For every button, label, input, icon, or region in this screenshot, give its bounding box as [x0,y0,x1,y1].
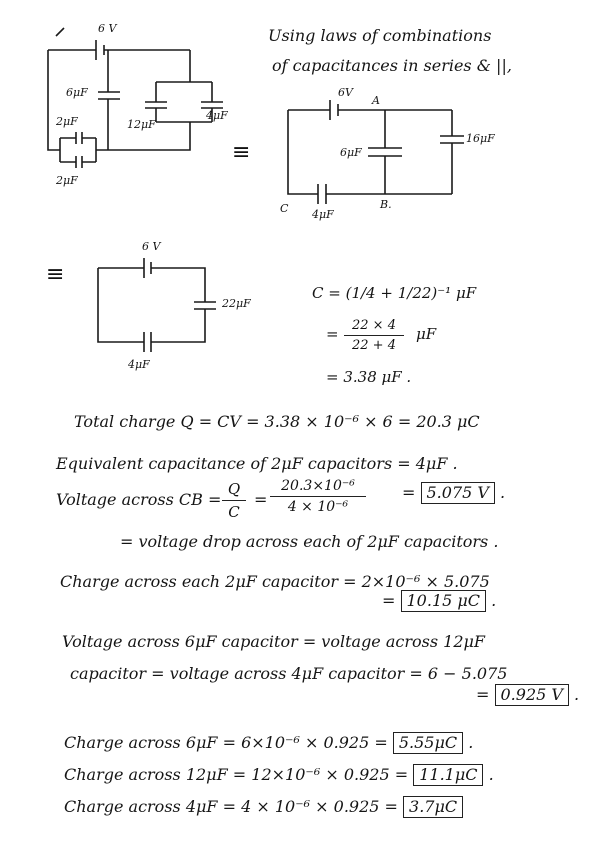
c1-cap-4uf [201,82,223,122]
c2-16uf-label: 16μF [466,132,495,145]
calc-plus: + [380,284,393,302]
voltage-cb-fraction: 20.3×10⁻⁶ 4 × 10⁻⁶ [270,478,366,515]
drop-each-line: = voltage drop across each of 2μF capaci… [120,532,499,551]
c2-4uf-label: 4μF [312,208,334,221]
v6-line-1: Voltage across 6μF capacitor = voltage a… [62,632,486,651]
c1-4uf-label: 4μF [206,109,228,122]
c1-parallel-bottom [108,121,212,151]
c1-12uf-label: 12μF [127,118,156,131]
c1-cap-6uf [98,91,120,100]
c1-cap-2uf-b [75,156,83,168]
charge-each-result: 10.15 μC [400,590,487,612]
total-charge-line: Total charge Q = CV = 3.38 × 10⁻⁶ × 6 = … [74,412,480,431]
calc-line-2-eq: = [326,325,339,343]
q12-result: 11.1μC [413,764,484,786]
c2-6uf-label: 6μF [340,146,362,159]
calc-num: 22 × 4 [352,318,396,333]
c2-battery-label: 6V [338,86,353,99]
calc-line-2-fraction: 22 × 4 22 + 4 [344,318,404,353]
c1-cap-12uf [145,82,167,122]
voltage-cb-eq: = [254,490,268,509]
c2-cap-6uf [368,110,402,194]
c3-cap-22uf [194,301,216,310]
voltage-cb-prefix: Voltage across CB = [56,490,222,509]
voltage-cb-result: 5.075 V [420,482,495,504]
c1-cap-2uf-a [75,132,83,144]
equiv-cap-line: Equivalent capacitance of 2μF capacitors… [56,454,458,473]
frac-charge: 20.3×10⁻⁶ [281,478,355,494]
q4-result: 3.7μC [403,796,464,818]
intro-line-2: of capacitances in series & ||, [272,56,512,75]
frac-c: C [228,503,240,521]
c1-tick-mark [55,27,65,37]
c3-battery [143,258,152,278]
charge-each-line: Charge across each 2μF capacitor = 2×10⁻… [60,572,490,591]
c2-cap-16uf [440,110,464,194]
c1-2uf-a-label: 2μF [56,115,78,128]
calc-close: )⁻¹ μF [431,284,477,302]
c3-wire-left [97,268,144,343]
c3-4uf-label: 4μF [128,358,150,371]
q12-line: Charge across 12μF = 12×10⁻⁶ × 0.925 = 1… [64,764,494,786]
q6-result: 5.55μC [392,732,464,754]
calc-line-1: C = (1/4 + 1/22)⁻¹ μF [312,284,476,302]
c1-pair-left [59,137,76,163]
voltage-cb-result-wrap: = 5.075 V . [402,482,506,504]
q4-prefix: Charge across 4μF = 4 × 10⁻⁶ × 0.925 = [64,797,398,816]
charge-each-result-wrap: = 10.15 μC . [382,590,497,612]
c1-wire-left [47,50,60,151]
calc-line-2-unit: μF [416,325,437,343]
calc-den: 22 + 4 [352,338,396,353]
v6-result: 0.925 V [494,684,569,706]
calc-c-open: C = ( [312,284,352,302]
voltage-cb-q-over-c: Q C [222,480,246,521]
intro-line-1: Using laws of combinations [268,26,492,45]
c3-wire-right-bottom [151,309,206,343]
equiv-symbol-2: ≡ [46,262,65,287]
c2-node-c: C [280,202,289,215]
calc-frac-1: 1/4 [351,284,376,302]
q6-prefix: Charge across 6μF = 6×10⁻⁶ × 0.925 = [64,733,388,752]
c1-pair-right [82,137,108,163]
c3-wire-top-right [151,267,206,302]
frac-q: Q [227,480,241,498]
c1-2uf-b-label: 2μF [56,174,78,187]
q6-line: Charge across 6μF = 6×10⁻⁶ × 0.925 = 5.5… [64,732,474,754]
c1-battery-label: 6 V [98,22,117,35]
q12-prefix: Charge across 12μF = 12×10⁻⁶ × 0.925 = [64,765,409,784]
c2-battery [329,100,339,120]
c3-battery-label: 6 V [142,240,161,253]
c2-node-a: A [372,94,380,107]
frac-capacitance: 4 × 10⁻⁶ [287,499,349,515]
v6-line-2: capacitor = voltage across 4μF capacitor… [70,664,508,683]
c2-cap-4uf [317,184,327,204]
v6-result-wrap: = 0.925 V . [476,684,580,706]
c1-6uf-label: 6μF [66,86,88,99]
equiv-symbol-1: ≡ [232,140,251,165]
calc-frac-2: 1/22 [397,284,432,302]
calc-line-3: = 3.38 μF . [326,368,412,386]
c3-cap-4uf [143,332,152,352]
q4-line: Charge across 4μF = 4 × 10⁻⁶ × 0.925 = 3… [64,796,464,818]
c2-wire-left [287,110,318,195]
c2-node-b: B. [380,198,392,211]
c3-22uf-label: 22μF [222,297,251,310]
